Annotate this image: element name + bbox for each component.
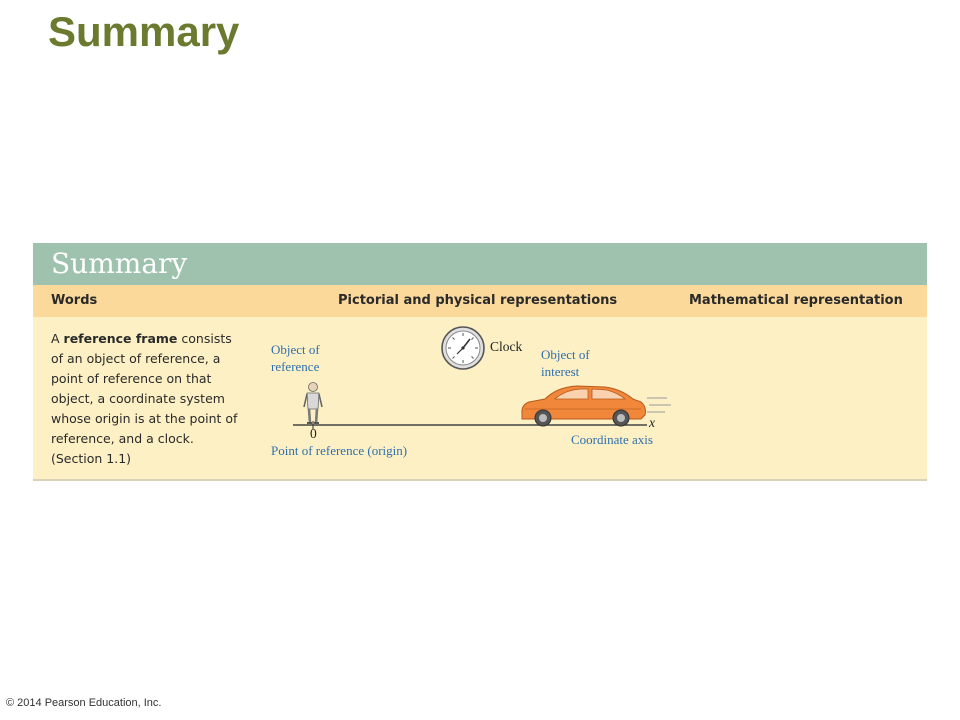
- banner-title: Summary: [51, 247, 188, 280]
- slide-title: Summary: [48, 8, 240, 55]
- column-header-mathematical: Mathematical representation: [689, 293, 903, 308]
- clock-label: Clock: [490, 339, 523, 354]
- origin-tick-label: 0: [310, 426, 317, 441]
- column-header-pictorial: Pictorial and physical representations: [338, 293, 618, 308]
- diagram-graphics: [293, 326, 671, 429]
- reference-frame-diagram: Object of reference Clock Object of inte…: [255, 317, 695, 477]
- axis-variable-x: x: [649, 415, 655, 430]
- object-of-reference-line2: reference: [271, 359, 320, 374]
- point-of-reference-label: Point of reference (origin): [271, 443, 408, 458]
- car-icon: [521, 385, 671, 427]
- column-header-words: Words: [51, 293, 98, 308]
- object-of-interest-line2: interest: [541, 364, 580, 379]
- words-body: consists of an object of reference, a po…: [51, 331, 238, 466]
- object-of-reference-label: Object of reference: [271, 341, 320, 375]
- words-description: A reference frame consists of an object …: [51, 329, 241, 469]
- summary-box: Summary Words Pictorial and physical rep…: [33, 243, 927, 481]
- copyright-notice: © 2014 Pearson Education, Inc.: [6, 697, 162, 709]
- person-icon: [303, 382, 323, 424]
- reference-frame-term: reference frame: [63, 331, 178, 346]
- summary-banner: Summary: [33, 243, 927, 285]
- object-of-interest-line1: Object of: [541, 347, 590, 362]
- column-header-row: Words Pictorial and physical representat…: [33, 285, 927, 317]
- clock-icon: [441, 326, 485, 370]
- object-of-interest-label: Object of interest: [541, 346, 590, 380]
- coordinate-axis-label: Coordinate axis: [571, 432, 653, 447]
- words-prefix: A: [51, 331, 64, 346]
- object-of-reference-line1: Object of: [271, 342, 320, 357]
